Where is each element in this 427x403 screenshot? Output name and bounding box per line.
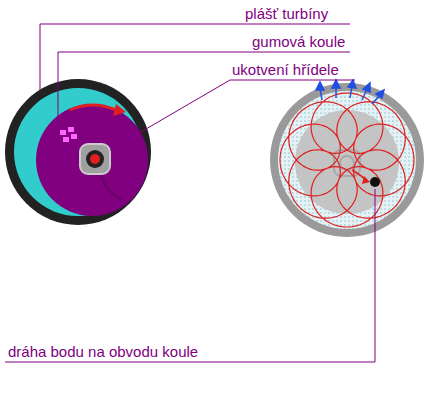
- turbine-shell: [270, 83, 424, 237]
- point-path: [280, 93, 414, 227]
- rotation-arrow: [70, 105, 116, 110]
- shaft-anchor: [80, 144, 110, 174]
- label-shaft: ukotvení hřídele: [232, 61, 339, 78]
- leader-lines: [5, 24, 375, 362]
- turbine-shell: [5, 79, 151, 225]
- label-shell: plášť turbíny: [245, 5, 328, 22]
- label-ball: gumová koule: [252, 33, 345, 50]
- ball-marks: [60, 127, 77, 142]
- tracked-point: [370, 177, 380, 187]
- left-turbine: [5, 79, 151, 225]
- rubber-ball: [36, 104, 148, 216]
- flow-arrows: [316, 80, 384, 104]
- label-point-path: dráha bodu na obvodu koule: [8, 343, 198, 360]
- right-turbine: [270, 80, 424, 237]
